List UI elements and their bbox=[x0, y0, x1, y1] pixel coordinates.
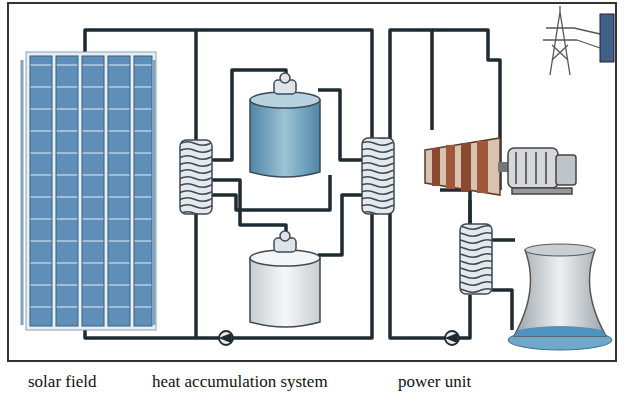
generator bbox=[508, 148, 576, 194]
solar-panels bbox=[22, 52, 156, 330]
storage-tanks bbox=[250, 73, 320, 327]
pipes bbox=[85, 30, 515, 338]
turbine bbox=[425, 138, 508, 195]
power-pylon bbox=[543, 6, 600, 75]
pv-panel bbox=[600, 14, 614, 62]
section-label: solar field bbox=[28, 372, 96, 392]
section-label: heat accumulation system bbox=[152, 372, 328, 392]
section-label: power unit bbox=[398, 372, 471, 392]
cooling-tower bbox=[508, 244, 612, 350]
pumps bbox=[219, 331, 459, 345]
frame bbox=[8, 3, 616, 361]
